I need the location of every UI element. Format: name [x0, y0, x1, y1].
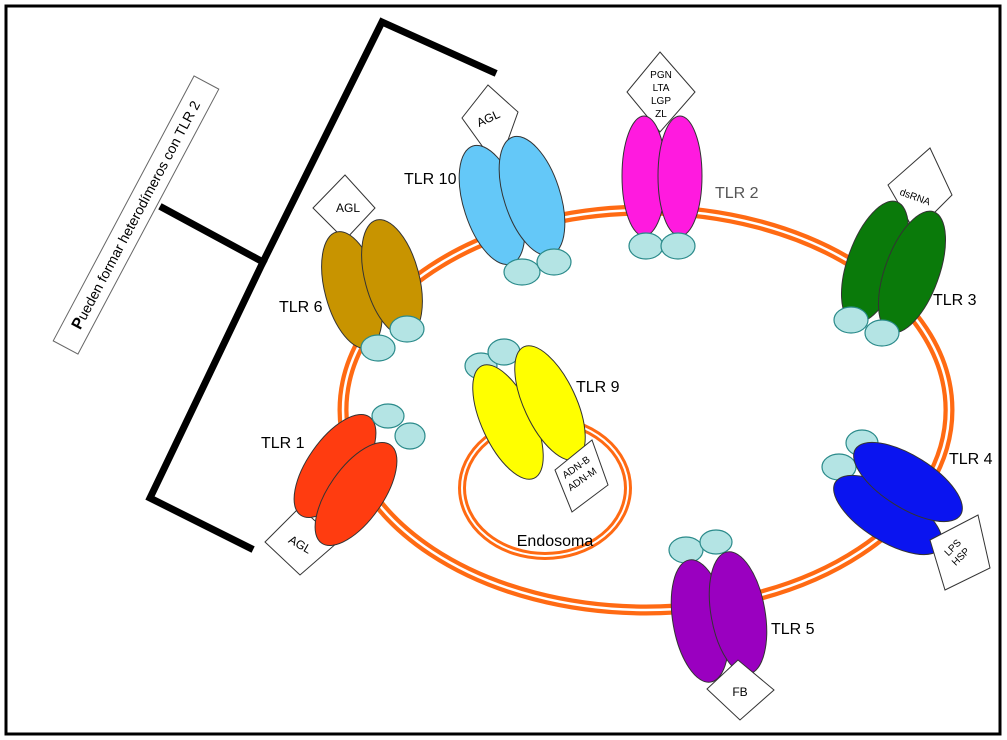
- tlr2-ligand-3: LGP: [651, 96, 671, 107]
- tlr1-cd-domain-a: [371, 403, 405, 429]
- tlr10-cd-domain-a: [503, 258, 541, 286]
- tlr9-ligand-box: [554, 439, 609, 513]
- tlr1-label: TLR 1: [261, 435, 305, 452]
- tlr5-ligand-text: FB: [732, 685, 747, 699]
- side-note-text: Pueden formar heterodímeros con TLR 2: [69, 98, 204, 332]
- tlr5-cd-domain-a: [668, 536, 704, 564]
- tlr1-chain-b: [314, 441, 398, 547]
- tlr3-label: TLR 3: [933, 292, 977, 309]
- tlr2-ligand-4: ZL: [655, 109, 667, 120]
- frame: [4, 4, 1002, 736]
- tlr1-cd-domain-b: [394, 422, 426, 450]
- tlr2-ligand-2: LTA: [653, 83, 670, 94]
- tlr10-receptor: AGL TLR 10: [404, 84, 572, 286]
- tlr5-receptor: FB TLR 5: [668, 529, 815, 721]
- tlr2-receptor: PGN LTA LGP ZL TLR 2: [621, 51, 759, 260]
- tlr5-cd-domain-b: [699, 529, 733, 555]
- tlr6-ligand-box: [312, 174, 376, 241]
- tlr9-label: TLR 9: [576, 379, 620, 396]
- tlr10-cd-domain-b: [536, 248, 572, 276]
- heterodimer-bracket: [145, 17, 498, 553]
- tlr3-cd-domain-a: [833, 306, 869, 334]
- bracket-branch-line: [158, 203, 268, 267]
- tlr5-ligand-box: [706, 659, 775, 721]
- tlr6-cd-domain-b: [389, 315, 425, 343]
- tlr6-cd-domain-a: [360, 334, 396, 362]
- tlr2-chain-b: [657, 115, 703, 237]
- tlr6-receptor: AGL TLR 6: [279, 174, 425, 362]
- tlr6-ligand-text: AGL: [336, 201, 360, 215]
- tlr1-receptor: AGL TLR 1: [261, 403, 426, 576]
- tlr3-receptor: dsRNA TLR 3: [833, 147, 977, 347]
- tlr2-cd-domain-b: [660, 232, 696, 260]
- tlr2-ligand-1: PGN: [650, 70, 672, 81]
- side-note-box: [52, 75, 220, 355]
- tlr9-receptor: ADN-B ADN-M TLR 9: [464, 338, 620, 513]
- tlr6-label: TLR 6: [279, 299, 323, 316]
- tlr2-cd-domain-a: [628, 232, 664, 260]
- endosome-label: Endosoma: [517, 533, 594, 550]
- tlr4-label: TLR 4: [949, 451, 993, 468]
- tlr2-label: TLR 2: [715, 185, 759, 202]
- tlr3-cd-domain-b: [864, 319, 900, 347]
- tlr5-label: TLR 5: [771, 621, 815, 638]
- tlr4-ligand-box: [929, 514, 991, 591]
- tlr2-ligand-box: [626, 51, 696, 133]
- tlr10-label: TLR 10: [404, 171, 457, 188]
- side-note: Pueden formar heterodímeros con TLR 2: [52, 75, 220, 355]
- tlr4-chain-b: [853, 441, 963, 523]
- tlr4-receptor: LPS HSP TLR 4: [821, 429, 993, 591]
